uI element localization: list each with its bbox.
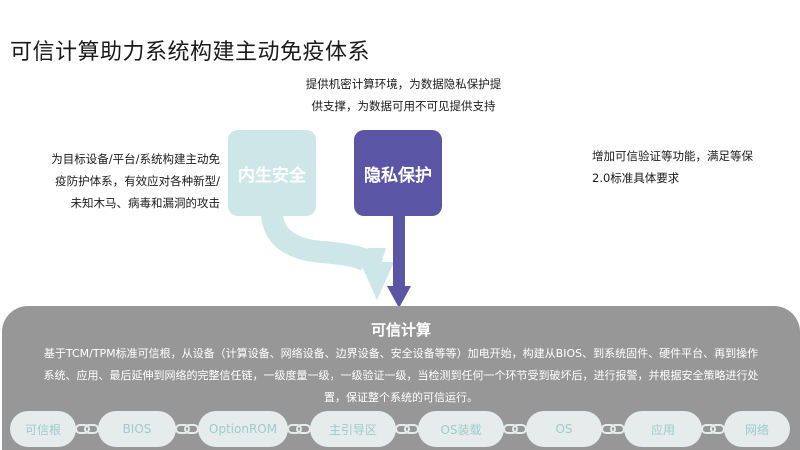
compliance-description-line: 增加可信验证等功能，满足等保 xyxy=(592,149,753,163)
chain-node-os-loader: OS装载 xyxy=(418,411,504,447)
chain-link-icon xyxy=(395,424,419,434)
chain-node-bios: BIOS xyxy=(98,411,176,447)
chain-link-icon xyxy=(601,424,625,434)
trusted-computing-title: 可信计算 xyxy=(370,321,431,339)
chain-node-optionrom: OptionROM xyxy=(198,411,288,447)
chain-link-icon xyxy=(503,424,527,434)
privacy-description: 提供机密计算环境，为数据隐私保护提 供支撑，为数据可用不可见提供支持 xyxy=(296,73,511,117)
page-title: 可信计算助力系统构建主动免疫体系 xyxy=(10,40,371,65)
compliance-description: 增加可信验证等功能，满足等保 2.0标准具体要求 xyxy=(592,145,772,189)
inner-security-description-line: 为目标设备/平台/系统构建主动免 xyxy=(51,152,220,166)
chain-node-application: 应用 xyxy=(624,411,702,447)
inner-security-description-line: 疫防护体系，有效应对各种新型/ xyxy=(55,174,220,188)
chain-link-icon xyxy=(287,424,311,434)
trusted-computing-line: 基于TCM/TPM标准可信根，从设备（计算设备、网络设备、边界设备、安全设备等等… xyxy=(43,347,759,360)
privacy-arrow-shaft xyxy=(393,216,405,288)
inner-security-arrowhead-tip xyxy=(360,262,394,300)
inner-security-arrow xyxy=(261,212,376,272)
trusted-computing-line: 系统、应用、最后延伸到网络的完整信任链，一级度量一级，一级验证一级，当检测到任何… xyxy=(43,369,759,382)
chain-link-icon xyxy=(75,424,99,434)
trusted-computing-description: 基于TCM/TPM标准可信根，从设备（计算设备、网络设备、边界设备、安全设备等等… xyxy=(12,343,790,409)
privacy-protection-box: 隐私保护 xyxy=(354,130,442,216)
chain-node-network: 网络 xyxy=(724,411,790,447)
chain-link-icon xyxy=(701,424,725,434)
inner-security-description: 为目标设备/平台/系统构建主动免 疫防护体系，有效应对各种新型/ 未知木马、病毒… xyxy=(14,148,220,214)
trust-chain: 可信根 BIOS OptionROM 主引导区 OS装载 OS 应用 网络 xyxy=(0,411,800,449)
inner-security-box: 内生安全 xyxy=(228,130,316,216)
privacy-description-line: 供支撑，为数据可用不可见提供支持 xyxy=(311,99,496,113)
trusted-computing-line: 置，保证整个系统的可信运行。 xyxy=(324,391,478,404)
chain-link-icon xyxy=(175,424,199,434)
chain-node-boot-sector: 主引导区 xyxy=(310,411,396,447)
chain-node-root-of-trust: 可信根 xyxy=(10,411,76,447)
privacy-description-line: 提供机密计算环境，为数据隐私保护提 xyxy=(305,77,502,91)
chain-node-os: OS xyxy=(526,411,602,447)
privacy-arrowhead xyxy=(387,286,411,308)
compliance-description-line: 2.0标准具体要求 xyxy=(592,171,680,185)
inner-security-description-line: 未知木马、病毒和漏洞的攻击 xyxy=(70,196,221,210)
